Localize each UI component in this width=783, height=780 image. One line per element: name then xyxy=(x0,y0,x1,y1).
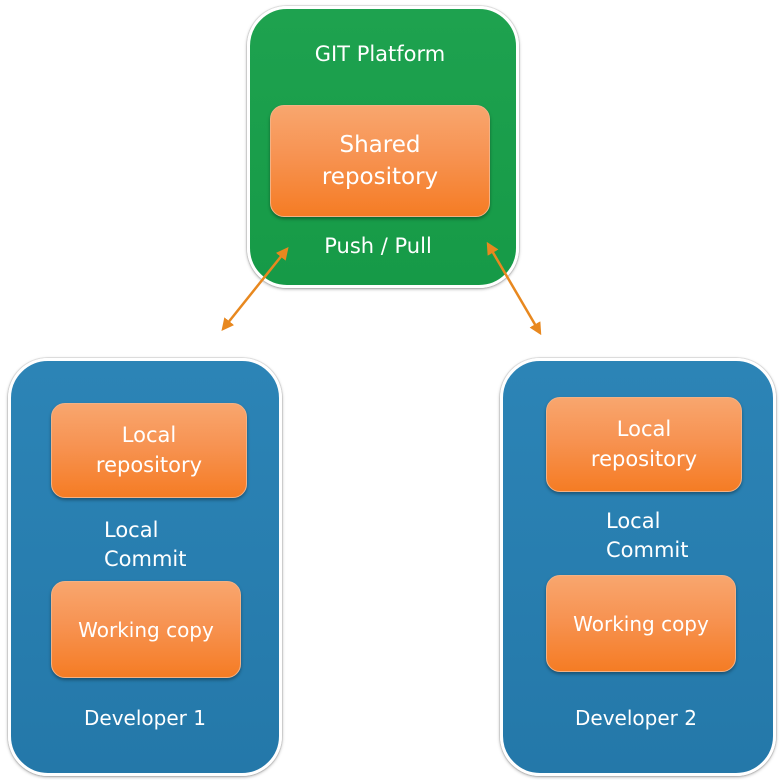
arrow-developer-1 xyxy=(221,247,289,331)
developer-1-working-copy-box: Working copy xyxy=(51,581,241,678)
platform-title: GIT Platform xyxy=(314,42,446,66)
developer-1-local-repository-box: Local repository xyxy=(51,403,247,498)
developer-2-working-copy-box: Working copy xyxy=(546,575,736,672)
developer-1-name: Developer 1 xyxy=(84,706,206,730)
developer-2-name: Developer 2 xyxy=(575,706,697,730)
push-pull-label: Push / Pull xyxy=(324,234,432,258)
arrow-developer-2 xyxy=(486,241,542,336)
shared-repository-box: Shared repository xyxy=(270,105,490,217)
developer-1-commit-label: Local Commit xyxy=(104,518,187,571)
developer-2-commit-label: Local Commit xyxy=(606,509,689,562)
developer-2-local-repository-box: Local repository xyxy=(546,397,742,492)
